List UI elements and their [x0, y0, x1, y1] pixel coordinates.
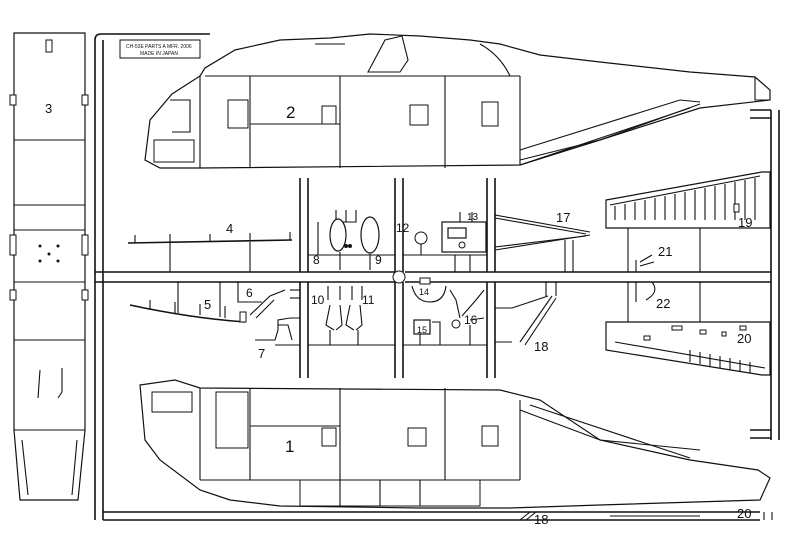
part-label-5: 5	[204, 297, 211, 312]
part-label-22: 22	[656, 296, 670, 311]
part-label-19: 19	[738, 215, 752, 230]
part-label-10: 10	[311, 293, 325, 307]
part-12-13-console	[414, 212, 487, 272]
part-18-struts	[495, 282, 557, 346]
part-1-fuselage-lower	[139, 379, 771, 509]
part-5-curved-antenna	[129, 282, 247, 323]
part-20-rotor-blade	[605, 282, 771, 376]
part-label-6: 6	[246, 286, 253, 300]
part-label-12: 12	[396, 221, 410, 235]
part-label-14: 14	[419, 287, 429, 297]
part-21-22-fittings	[635, 254, 656, 302]
bottom-cropped-parts	[519, 511, 773, 521]
part-label-7: 7	[258, 346, 265, 361]
part-number-labels: 1 2 3 4 5 6 7 8 9 10 11 12 13 14 15 16 1…	[45, 101, 752, 527]
part-label-18-bottom: 18	[534, 512, 548, 527]
part-label-16: 16	[464, 313, 478, 327]
part-label-20-bottom: 20	[737, 506, 751, 521]
part-17-struts	[494, 214, 591, 272]
part-label-13: 13	[467, 212, 479, 223]
plate-label-line2: MADE IN JAPAN	[140, 51, 178, 57]
part-2-fuselage-upper: CH-53E PARTS A MFR. 2006 MADE IN JAPAN	[119, 33, 771, 169]
part-label-18: 18	[534, 339, 548, 354]
part-label-8: 8	[313, 253, 320, 267]
part-4-antenna-rod	[127, 232, 293, 272]
part-label-3: 3	[45, 101, 52, 116]
part-label-20: 20	[737, 331, 751, 346]
sprue-frame	[94, 33, 780, 521]
part-14-15-16-detail	[411, 277, 485, 345]
part-19-rotor-blade	[605, 171, 771, 272]
part-label-4: 4	[226, 221, 233, 236]
part-8-9-seats	[317, 210, 380, 270]
part-3-floor-panel	[9, 32, 89, 501]
part-label-1: 1	[285, 437, 294, 456]
part-6-7-brackets	[237, 282, 300, 346]
part-label-11: 11	[362, 293, 375, 307]
part-label-17: 17	[556, 210, 570, 225]
part-label-15: 15	[417, 325, 427, 335]
part-label-9: 9	[375, 253, 382, 267]
part-label-2: 2	[286, 103, 295, 122]
part-10-11-legs	[325, 286, 363, 345]
plate-label-line1: CH-53E PARTS A MFR. 2006	[126, 44, 192, 50]
part-label-21: 21	[658, 244, 672, 259]
